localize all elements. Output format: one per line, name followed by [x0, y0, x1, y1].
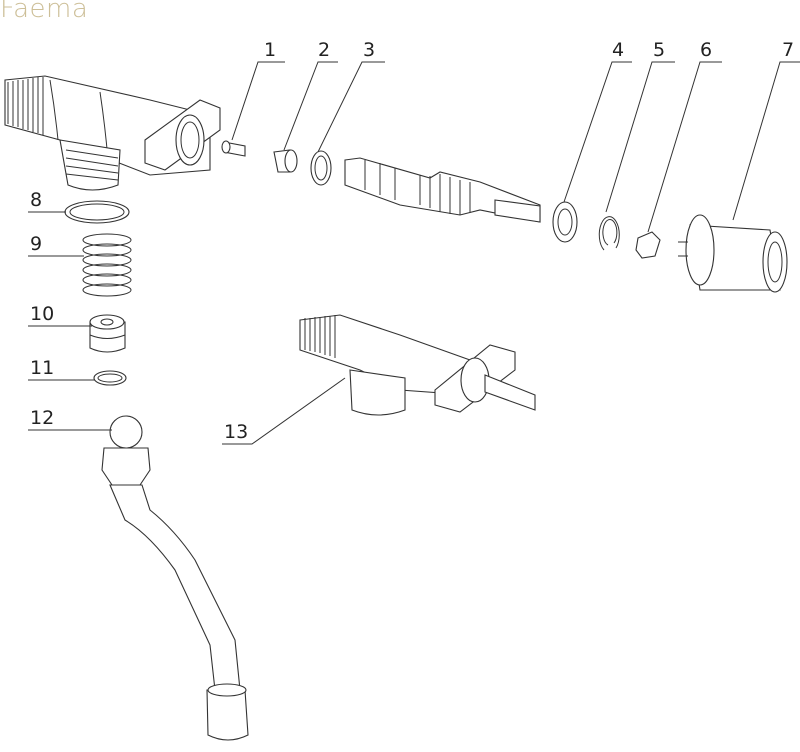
svg-text:1: 1 — [264, 39, 276, 61]
part-10-seal — [89, 314, 126, 353]
part-9-spring — [82, 233, 132, 297]
part-8-o-ring — [64, 200, 130, 224]
callout-11: 11 — [28, 357, 95, 381]
tee-valve-body — [4, 75, 221, 191]
callout-12: 12 — [28, 407, 112, 431]
valve-spindle — [344, 157, 541, 223]
callout-9: 9 — [28, 233, 84, 257]
part-13-valve-assembly — [299, 314, 536, 416]
svg-text:3: 3 — [363, 39, 375, 61]
svg-text:11: 11 — [30, 357, 54, 379]
part-4-washer — [552, 201, 578, 243]
callout-4: 4 — [563, 39, 632, 203]
svg-text:9: 9 — [30, 233, 42, 255]
svg-text:2: 2 — [318, 39, 330, 61]
callout-2: 2 — [283, 39, 338, 151]
svg-text:12: 12 — [30, 407, 54, 429]
brand-logo: Faema — [0, 0, 89, 24]
callout-1: 1 — [231, 39, 285, 141]
callout-3: 3 — [317, 39, 385, 153]
callout-7: 7 — [732, 39, 800, 221]
callout-6: 6 — [647, 39, 722, 233]
part-5-circlip — [598, 216, 620, 251]
part-11-o-ring — [93, 370, 127, 386]
callout-13: 13 — [222, 377, 346, 445]
callout-8: 8 — [28, 189, 66, 213]
part-6-clip — [635, 231, 661, 259]
svg-text:4: 4 — [612, 39, 624, 61]
svg-text:13: 13 — [224, 421, 248, 443]
part-7-knob — [678, 214, 788, 293]
svg-text:5: 5 — [653, 39, 665, 61]
part-2-bushing — [273, 149, 298, 173]
callout-10: 10 — [28, 303, 92, 327]
part-1-screw — [221, 140, 246, 157]
part-3-washer — [310, 150, 332, 186]
svg-text:8: 8 — [30, 189, 42, 211]
svg-text:6: 6 — [700, 39, 712, 61]
part-12-steam-pipe — [101, 415, 249, 741]
svg-text:10: 10 — [30, 303, 54, 325]
svg-text:7: 7 — [782, 39, 794, 61]
callout-5: 5 — [605, 39, 675, 213]
